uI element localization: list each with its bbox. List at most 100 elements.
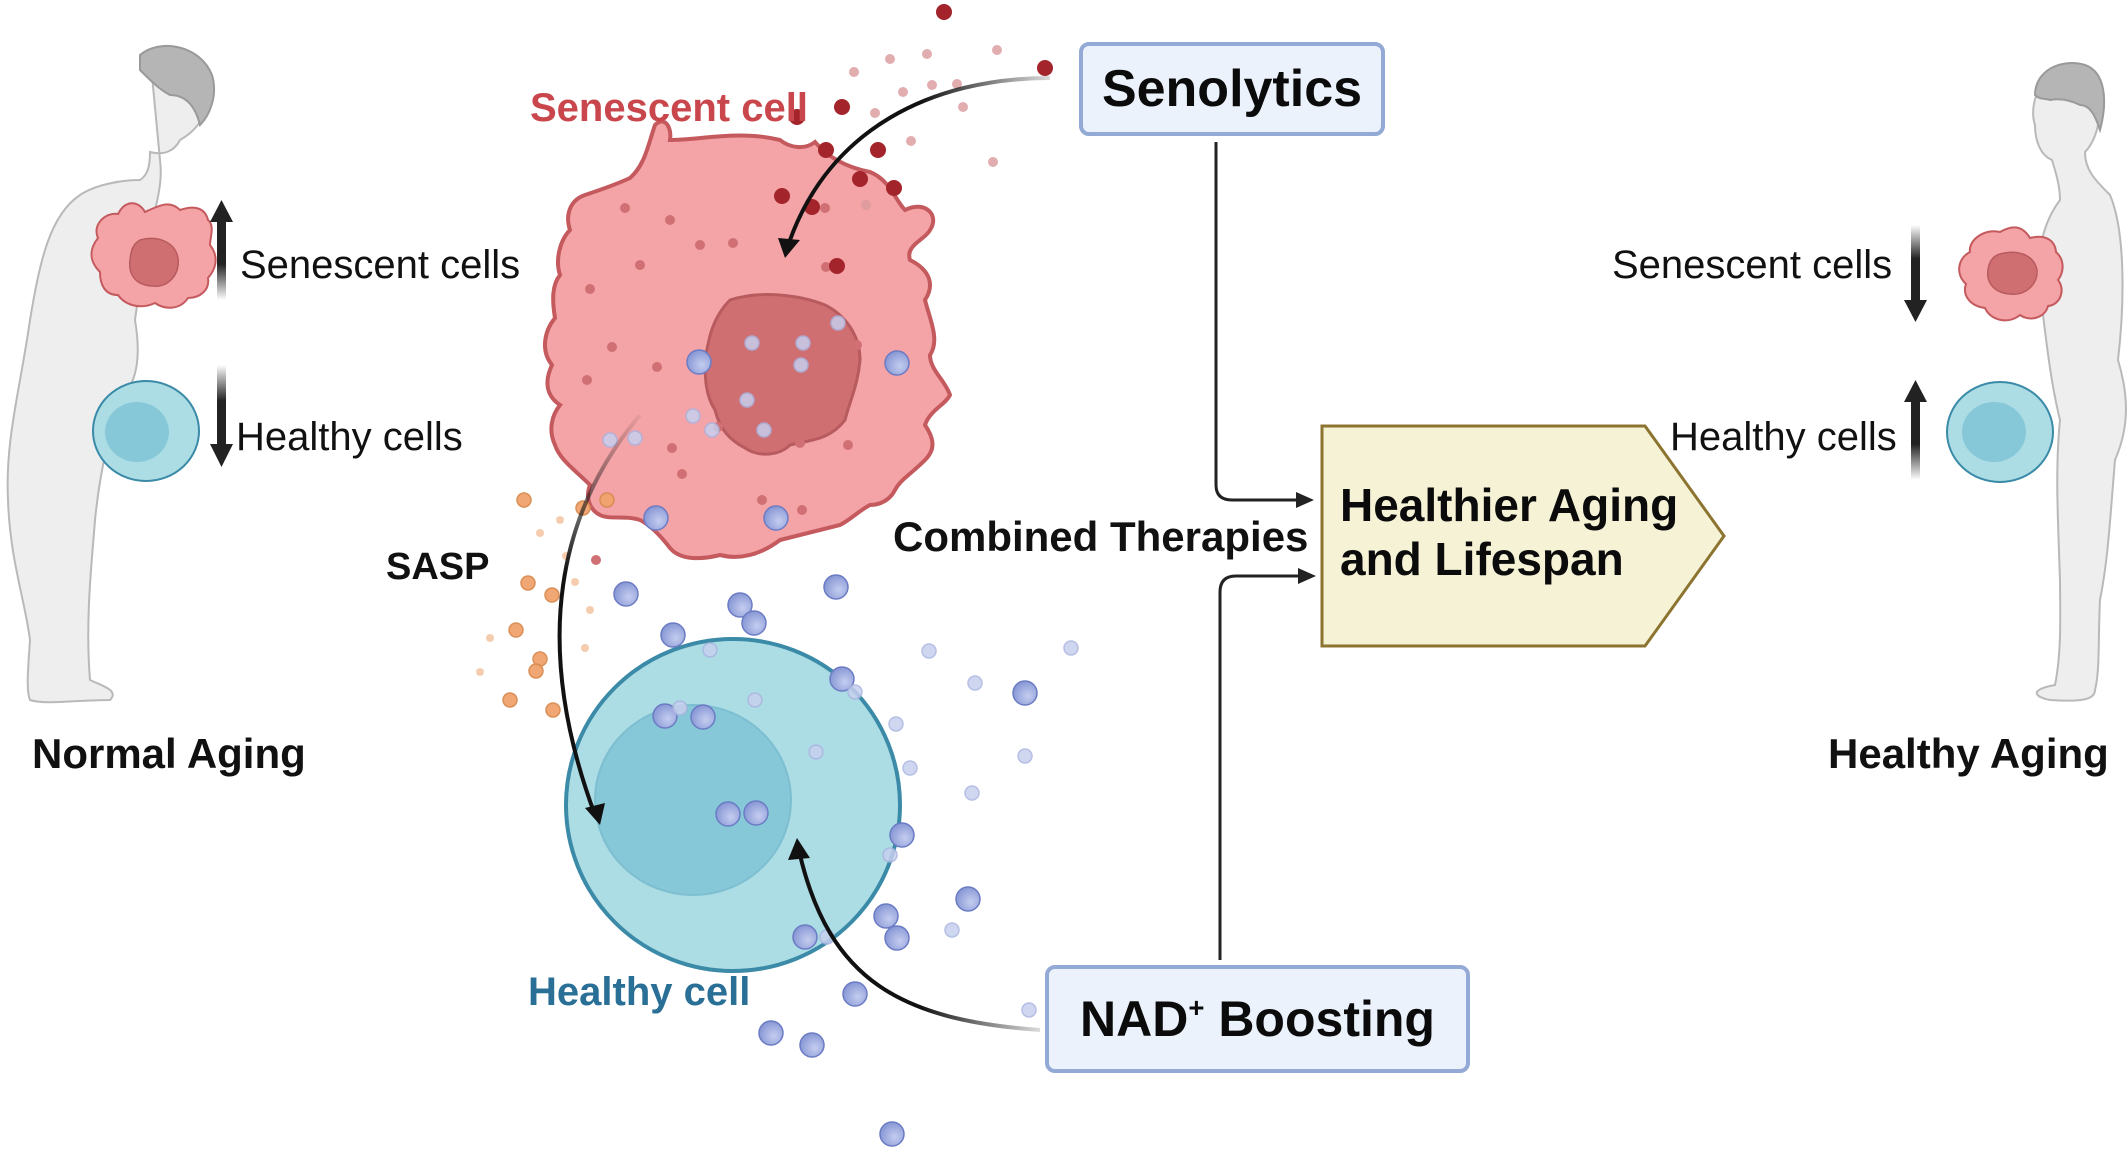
nad-bubble <box>727 592 753 618</box>
sasp-particle <box>508 622 524 638</box>
nad-bubble <box>792 924 818 950</box>
right-healthy-cell-icon <box>1946 381 2054 483</box>
sasp-particle <box>528 663 544 679</box>
nad-bubble-faint <box>627 430 643 446</box>
granule <box>728 238 738 248</box>
sasp-particle <box>516 492 532 508</box>
nad-bubble-faint <box>704 422 720 438</box>
sasp-particle <box>599 492 615 508</box>
left-healthy-label: Healthy cells <box>236 415 463 459</box>
sasp-particle-faint <box>556 516 564 524</box>
senolytic-particle <box>936 4 952 20</box>
sasp-particle <box>544 587 560 603</box>
nad-bubble-faint <box>744 335 760 351</box>
sasp-arrow <box>557 413 642 825</box>
granule <box>591 555 601 565</box>
nad-bubble-faint <box>756 422 772 438</box>
nad-bubble-faint <box>1063 640 1079 656</box>
nad-bubble <box>823 574 849 600</box>
left-senescent-label: Senescent cells <box>240 243 521 287</box>
nad-bubble-faint <box>967 675 983 691</box>
nad-bubble-faint <box>739 392 755 408</box>
outcome-label: Healthier Aging and Lifespan <box>1340 478 1678 586</box>
nad-bubble <box>884 350 910 376</box>
granule <box>652 362 662 372</box>
nad-bubble <box>955 886 981 912</box>
granule <box>582 375 592 385</box>
granule <box>795 438 805 448</box>
nad-bubble-faint <box>830 315 846 331</box>
senolytic-particle-faint <box>927 80 937 90</box>
senolytics-label: Senolytics <box>1101 60 1363 118</box>
senolytic-particle-faint <box>861 200 871 210</box>
granule <box>852 340 862 350</box>
nad-bubble-faint <box>685 408 701 424</box>
left-arrows <box>210 200 233 467</box>
normal-aging-title: Normal Aging <box>32 730 306 777</box>
granule <box>695 240 705 250</box>
senolytic-particle <box>789 109 805 125</box>
cytoplasm-granules <box>582 203 862 565</box>
senolytic-particle-faint <box>992 45 1002 55</box>
granule <box>585 284 595 294</box>
sasp-particle-faint <box>536 529 544 537</box>
sasp-particle-faint <box>571 578 579 586</box>
nad-bubble-faint <box>888 716 904 732</box>
senolytic-particle <box>870 142 886 158</box>
right-healthy-label: Healthy cells <box>1670 415 1897 459</box>
nad-bubble-faint <box>602 432 618 448</box>
nad-bubble-faint <box>795 335 811 351</box>
nad-bubble <box>873 903 899 929</box>
senolytic-particle-faint <box>906 136 916 146</box>
granule <box>821 262 831 272</box>
nad-bubble-faint <box>921 643 937 659</box>
nad-bubble-faint <box>808 744 824 760</box>
combined-therapies-label: Combined Therapies <box>893 513 1309 560</box>
senescent-down-arrow-icon <box>1904 300 1927 322</box>
nad-bubble <box>884 925 910 951</box>
granule <box>843 440 853 450</box>
nad-bubble <box>613 581 639 607</box>
sasp-particle <box>502 692 518 708</box>
nad-bubble-faint <box>882 847 898 863</box>
senescent-up-arrow-shaft <box>217 220 226 300</box>
granule <box>620 203 630 213</box>
left-senescent-cell-icon <box>90 202 217 309</box>
nad-bubble-faint <box>944 922 960 938</box>
healthy-cell-label: Healthy cell <box>528 970 751 1014</box>
senolytic-particle-faint <box>870 108 880 118</box>
granule <box>757 495 767 505</box>
nad-bubble-faint <box>847 684 863 700</box>
sasp-particle-faint <box>586 606 594 614</box>
granule <box>677 469 687 479</box>
senolytic-particle-faint <box>885 54 895 64</box>
sasp-label: SASP <box>386 546 490 588</box>
healthy-up-arrow-shaft <box>1911 400 1920 480</box>
granule <box>635 260 645 270</box>
senolytic-particle-faint <box>898 87 908 97</box>
senolytic-particle-faint <box>952 79 962 89</box>
right-senescent-label: Senescent cells <box>1612 243 1893 287</box>
nad-bubble-faint <box>672 700 688 716</box>
granule <box>607 342 617 352</box>
nad-bubble-faint <box>702 642 718 658</box>
senolytic-particle <box>834 99 850 115</box>
nad-bubble <box>829 666 855 692</box>
senolytic-particle-faint <box>922 49 932 59</box>
right-arrows <box>1904 225 1927 480</box>
nad-bubble-faint <box>1021 1002 1037 1018</box>
senolytic-particle <box>886 180 902 196</box>
senescent-up-arrow-icon <box>210 200 233 222</box>
left-healthy-cell-icon <box>92 380 200 482</box>
nad-bubble <box>690 704 716 730</box>
sasp-particle <box>520 575 536 591</box>
senescent-cell-label: Senescent cell <box>530 86 808 130</box>
nad-bubble <box>879 1121 905 1147</box>
nad-bubble-faint <box>793 357 809 373</box>
granule <box>797 505 807 515</box>
nad-bubble-faint <box>902 760 918 776</box>
granule <box>667 443 677 453</box>
nad-bubble <box>743 800 769 826</box>
